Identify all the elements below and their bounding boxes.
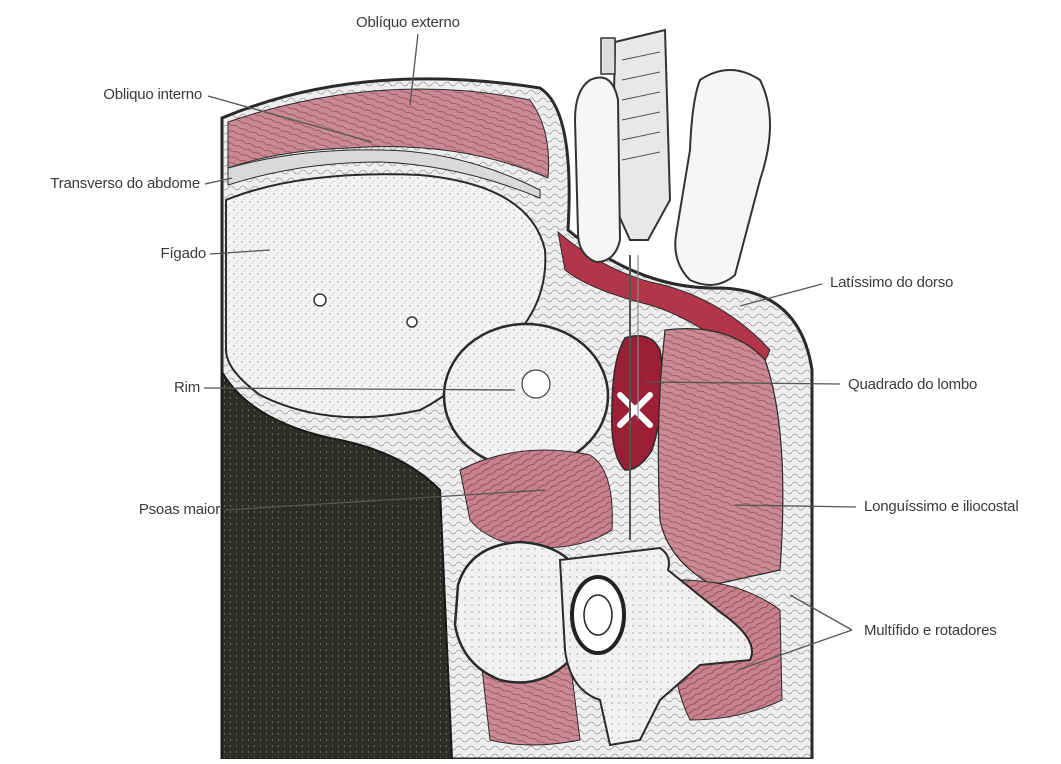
longuissimo-muscle (658, 329, 783, 585)
label-psoas: Psoas maior (100, 501, 220, 519)
finger-left (575, 78, 620, 263)
label-rim: Rim (140, 379, 200, 397)
label-latissimo: Latíssimo do dorso (830, 274, 953, 292)
finger-right (675, 70, 770, 285)
rim-organ (444, 324, 608, 468)
label-longuissimo: Longuíssimo e iliocostal (864, 498, 1018, 516)
label-figado: Fígado (120, 245, 206, 263)
label-transverso: Transverso do abdome (10, 175, 200, 193)
label-quadrado: Quadrado do lombo (848, 376, 977, 394)
label-obliquo-externo: Oblíquo externo (356, 14, 460, 32)
label-obliquo-interno: Obliquo interno (70, 86, 202, 104)
label-multifido: Multífido e rotadores (864, 622, 997, 640)
syringe (612, 30, 670, 240)
